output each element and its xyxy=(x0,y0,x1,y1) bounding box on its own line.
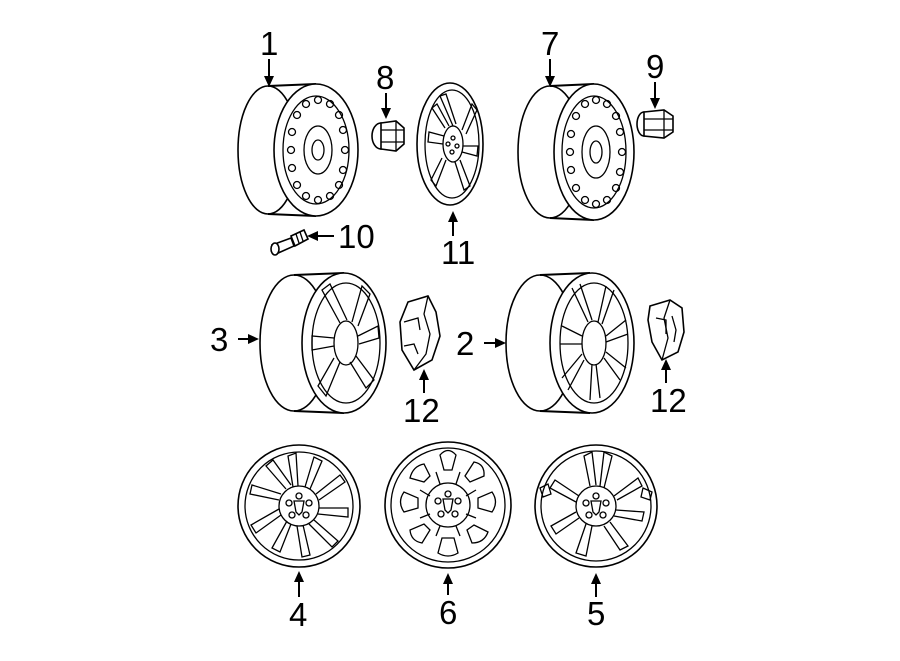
callout-6: 6 xyxy=(439,594,457,631)
callout-7: 7 xyxy=(541,25,559,62)
callout-4: 4 xyxy=(289,596,307,633)
center-cap-part-12-left xyxy=(399,295,441,372)
lug-nut-part-9 xyxy=(636,109,674,139)
wheel-cover-part-6-front xyxy=(384,441,512,569)
callout-12-left: 12 xyxy=(403,392,440,429)
callout-12-right: 12 xyxy=(650,382,687,419)
steel-wheel-part-1 xyxy=(237,83,359,217)
callout-11: 11 xyxy=(441,234,475,271)
wheel-part-4-front xyxy=(237,444,361,568)
callout-5: 5 xyxy=(587,595,605,632)
spare-wheel-part-7 xyxy=(517,83,635,221)
callout-10: 10 xyxy=(338,218,375,255)
leader-lines xyxy=(238,59,671,597)
callout-8: 8 xyxy=(376,59,394,96)
callout-9: 9 xyxy=(646,48,664,85)
callout-3: 3 xyxy=(210,321,228,358)
wheel-part-5-front xyxy=(534,444,658,568)
wheel-cover-part-11 xyxy=(416,82,484,206)
wheel-stud-part-10 xyxy=(270,228,310,256)
aluminum-wheel-part-2 xyxy=(505,272,635,414)
lug-nut-part-8 xyxy=(371,120,405,152)
center-cap-part-12-right xyxy=(647,299,685,362)
callout-2: 2 xyxy=(456,325,474,362)
callout-1: 1 xyxy=(260,25,278,62)
aluminum-wheel-part-3 xyxy=(259,272,387,414)
